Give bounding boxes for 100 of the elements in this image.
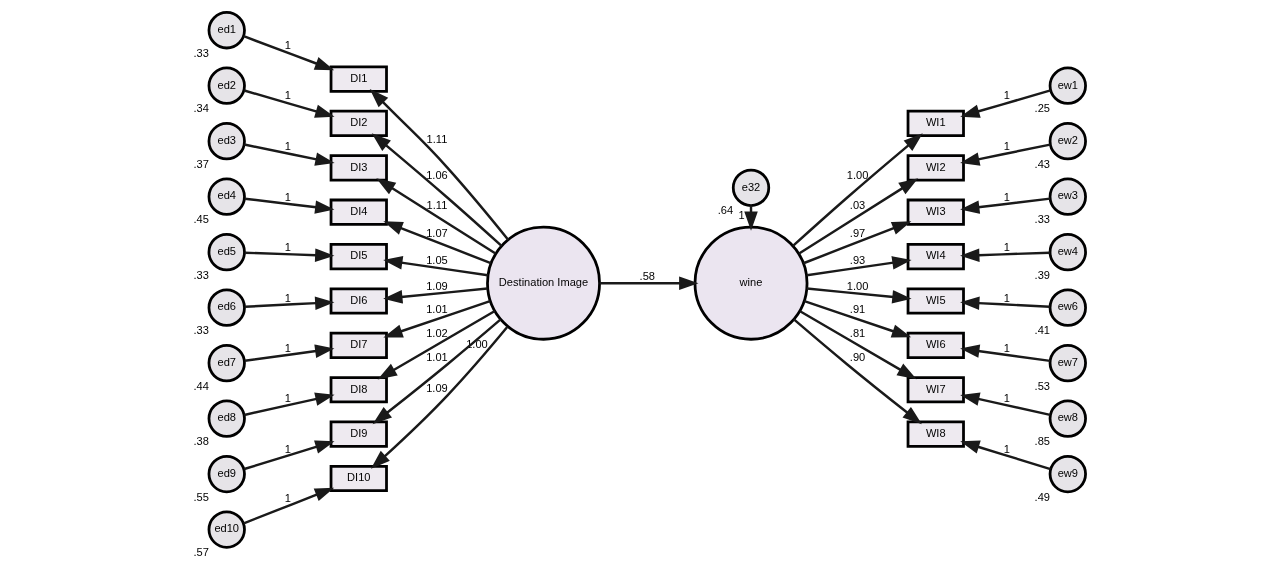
edge-label: 1	[1003, 292, 1010, 305]
node-label: .53	[1034, 379, 1050, 392]
edge-label: 1.01	[426, 303, 448, 316]
node-box: DI6	[329, 287, 388, 315]
node-circle: ew6	[1048, 288, 1087, 327]
node-label: .64	[717, 204, 734, 217]
edge-label: .93	[849, 254, 866, 267]
arrow	[244, 392, 335, 417]
node-box: DI7	[329, 331, 388, 359]
arrow	[244, 296, 335, 310]
arrow	[372, 318, 502, 425]
edge-label: 1	[1003, 89, 1010, 102]
arrow	[243, 440, 335, 471]
edge-label: 1.00	[846, 279, 869, 292]
arrow	[804, 299, 912, 338]
edge-label: 1.11	[426, 133, 448, 146]
node-circle: ed1	[207, 11, 246, 50]
arrow	[244, 248, 335, 262]
edge-label: .03	[849, 198, 866, 211]
edge-label: 1	[1003, 140, 1010, 153]
arrow	[244, 143, 335, 166]
node-box: DI1	[329, 65, 388, 93]
edge-label: 1.11	[426, 198, 448, 211]
edge-label: 1	[284, 391, 291, 404]
node-circle: ed8	[207, 399, 246, 438]
edge-label: 1.05	[426, 254, 448, 267]
arrow	[243, 487, 335, 525]
node-circle: e32	[731, 168, 771, 207]
arrow	[369, 88, 510, 241]
edge-label: 1	[284, 89, 291, 102]
node-circle: ed4	[207, 177, 246, 216]
edge-label: 1	[284, 491, 291, 504]
edge-label: 1.09	[426, 381, 448, 394]
arrow	[960, 89, 1051, 118]
edge-label: 1	[284, 39, 291, 52]
node-label: .38	[193, 435, 209, 448]
arrow	[243, 89, 335, 118]
node-box: WI4	[906, 243, 965, 271]
edge-label: 1	[738, 209, 745, 222]
arrow	[383, 256, 488, 277]
edge-label: 1	[284, 443, 291, 455]
node-circle: ew9	[1048, 454, 1087, 494]
node-label: .33	[193, 324, 209, 337]
node-label: .45	[193, 213, 209, 226]
node-box: DI9	[329, 420, 388, 448]
edge-label: 1.07	[426, 226, 448, 239]
arrow	[244, 197, 335, 214]
arrow	[799, 310, 917, 380]
arrow	[960, 143, 1051, 166]
node-circle: ew8	[1048, 399, 1087, 438]
edge-label: 1.01	[426, 350, 448, 363]
edge-label: 1	[1003, 241, 1010, 254]
arrow	[960, 440, 1051, 471]
node-circle: ew7	[1048, 343, 1087, 383]
edge-label: 1.00	[846, 168, 869, 181]
node-box: DI8	[329, 376, 388, 404]
edge-label: 1	[1003, 342, 1010, 355]
edge-label: 1	[284, 191, 291, 204]
arrow	[599, 276, 699, 290]
node-circle: ed6	[207, 288, 246, 327]
node-circle: ew4	[1048, 233, 1087, 272]
node-box: DI2	[329, 109, 388, 138]
arrow	[803, 221, 912, 265]
node-circle: ew2	[1048, 122, 1087, 161]
edge-label: 1	[284, 342, 291, 355]
node-circle: wine	[693, 225, 809, 341]
edge-label: 1	[284, 292, 291, 305]
node-label: .57	[193, 546, 209, 559]
node-circle: ed2	[207, 66, 246, 105]
node-box: WI7	[906, 376, 965, 404]
edge-label: 1	[284, 241, 291, 254]
node-circle: ew1	[1048, 66, 1087, 105]
arrow	[383, 299, 491, 338]
node-label: .43	[1034, 157, 1050, 170]
node-label: .41	[1034, 324, 1050, 337]
node-circle: ed5	[207, 233, 246, 272]
node-label: .37	[193, 157, 209, 170]
node-label: .44	[193, 379, 209, 392]
node-label: .39	[1034, 268, 1050, 281]
edge-label: .97	[849, 226, 866, 239]
edge-label: 1	[1003, 443, 1010, 455]
node-box: WI1	[906, 109, 965, 138]
arrow	[960, 197, 1051, 214]
node-circle: ed3	[207, 122, 246, 161]
node-label: .33	[1034, 213, 1050, 226]
node-box: DI3	[329, 154, 388, 182]
node-label: .25	[1034, 102, 1050, 115]
edge-label: 1	[1003, 391, 1010, 404]
node-circle: Destination Image	[486, 225, 601, 341]
node-box: WI3	[906, 198, 965, 226]
node-label: .33	[193, 46, 209, 59]
arrow	[793, 318, 922, 425]
edge-label: 1	[1003, 191, 1010, 204]
arrow	[244, 344, 335, 362]
node-circle: ed9	[207, 454, 246, 494]
arrow	[370, 326, 509, 469]
node-circle: ew3	[1048, 177, 1087, 216]
arrow	[960, 296, 1050, 310]
edge-label: 1.02	[426, 326, 448, 339]
arrow	[806, 256, 912, 277]
